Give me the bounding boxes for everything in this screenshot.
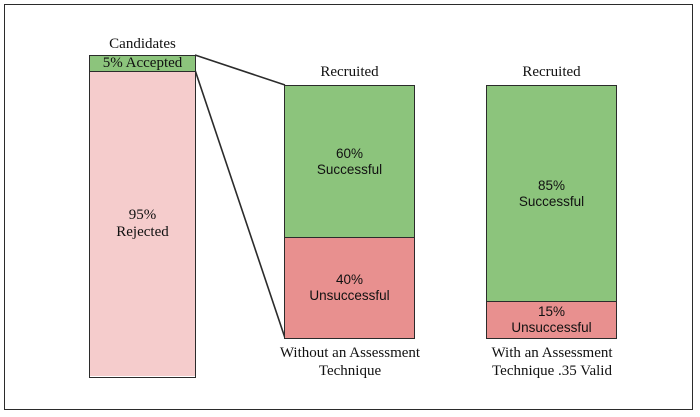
segment-successful-with-percent: 85% (537, 177, 566, 193)
segment-successful-without: 60% Successful (285, 86, 414, 238)
segment-successful-with: 85% Successful (487, 86, 616, 302)
segment-rejected-status: Rejected (116, 224, 169, 240)
segment-unsuccessful-without-percent: 40% (335, 272, 364, 287)
column-title-without-assessment: Recruited (320, 64, 379, 80)
segment-unsuccessful-without-status: Unsuccessful (309, 288, 390, 303)
caption-with-assessment-line-2: Technique .35 Valid (492, 363, 612, 379)
column-title-with-assessment: Recruited (522, 64, 581, 80)
bar-with-assessment: 85% Successful 15% Unsuccessful (486, 85, 617, 339)
segment-unsuccessful-with-status: Unsuccessful (511, 320, 592, 335)
segment-unsuccessful-with-percent: 15% (537, 304, 566, 319)
caption-without-assessment: Without an Assessment Technique (230, 344, 470, 380)
segment-rejected-percent: 95% (128, 207, 157, 223)
segment-accepted-label: 5% Accepted (102, 56, 183, 71)
caption-without-assessment-line-1: Without an Assessment (279, 345, 421, 361)
segment-successful-with-status: Successful (518, 193, 585, 209)
segment-unsuccessful-without: 40% Unsuccessful (285, 238, 414, 338)
segment-successful-without-status: Successful (316, 161, 383, 177)
segment-successful-without-percent: 60% (335, 145, 364, 161)
segment-rejected: 95% Rejected (90, 72, 195, 376)
column-title-candidates: Candidates (109, 36, 176, 52)
segment-accepted: 5% Accepted (90, 56, 195, 72)
caption-without-assessment-line-2: Technique (318, 363, 382, 379)
caption-with-assessment-line-1: With an Assessment (491, 345, 613, 361)
bar-without-assessment: 60% Successful 40% Unsuccessful (284, 85, 415, 339)
bar-candidates: 5% Accepted 95% Rejected (89, 55, 196, 378)
segment-unsuccessful-with: 15% Unsuccessful (487, 302, 616, 338)
caption-with-assessment: With an Assessment Technique .35 Valid (432, 344, 672, 380)
